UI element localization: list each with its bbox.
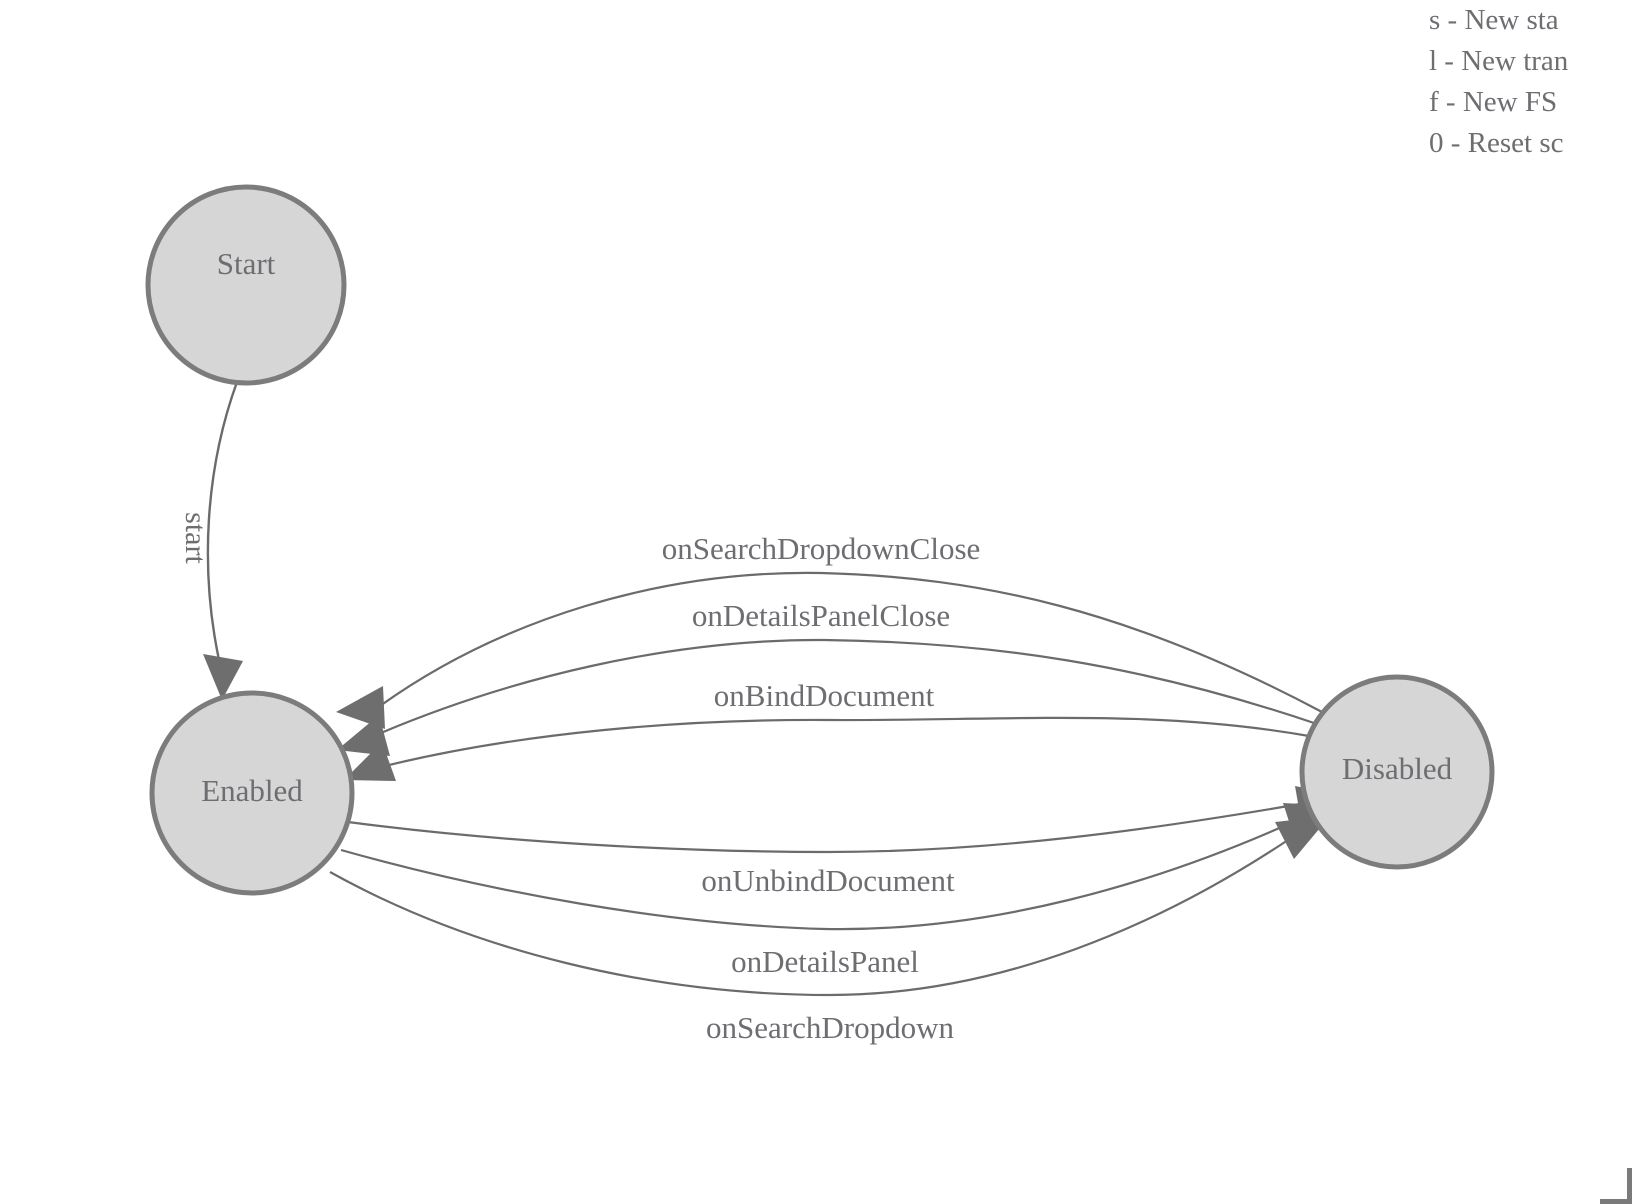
state-node-enabled[interactable]: Enabled — [149, 690, 355, 896]
transition-on-search-dropdown-arrowhead — [1275, 816, 1330, 859]
horizontal-scrollbar-thumb[interactable] — [1600, 1199, 1627, 1204]
transition-on-details-panel-close-label: onDetailsPanelClose — [692, 598, 950, 633]
transition-on-search-dropdown[interactable]: onSearchDropdown — [329, 816, 1330, 1045]
transition-start[interactable]: start — [179, 381, 243, 700]
state-node-disabled-circle[interactable] — [1299, 674, 1495, 870]
transition-on-details-panel-close-arrowhead — [337, 715, 390, 756]
transition-on-bind-document[interactable]: onBindDocument — [344, 678, 1310, 781]
transition-on-search-dropdown-close-arrowhead — [336, 686, 385, 729]
transition-on-bind-document-label: onBindDocument — [714, 678, 935, 713]
transition-on-unbind-document-path[interactable] — [347, 802, 1301, 854]
transition-on-details-panel-label: onDetailsPanel — [731, 944, 919, 979]
transition-start-arrowhead — [203, 654, 243, 700]
state-node-start[interactable]: Start — [145, 184, 347, 386]
keyboard-shortcut-legend: s - New sta l - New tran f - New FS 0 - … — [1429, 0, 1632, 164]
state-node-enabled-circle[interactable] — [149, 690, 355, 896]
legend-line-reset-scale: 0 - Reset sc — [1429, 127, 1564, 159]
transition-start-path[interactable] — [206, 381, 239, 661]
state-node-enabled-label: Enabled — [201, 773, 303, 808]
transition-on-search-dropdown-close-path[interactable] — [379, 571, 1323, 713]
transition-on-search-dropdown-close[interactable]: onSearchDropdownClose — [336, 531, 1323, 729]
state-node-disabled-label: Disabled — [1342, 751, 1453, 786]
transition-on-bind-document-arrowhead — [344, 742, 396, 781]
transition-start-label: start — [179, 512, 212, 564]
transition-on-details-panel-close[interactable]: onDetailsPanelClose — [337, 598, 1318, 756]
transition-on-details-panel-close-path[interactable] — [375, 638, 1318, 737]
legend-line-new-transition: l - New tran — [1429, 45, 1569, 77]
transition-on-details-panel-path[interactable] — [340, 820, 1294, 931]
state-node-start-circle[interactable] — [145, 184, 347, 386]
transition-on-search-dropdown-close-label: onSearchDropdownClose — [662, 531, 981, 566]
legend-line-new-fsm: f - New FS — [1429, 86, 1558, 118]
state-node-start-label: Start — [217, 246, 276, 281]
transition-on-unbind-document-label: onUnbindDocument — [701, 863, 955, 898]
vertical-scrollbar-thumb[interactable] — [1627, 1168, 1632, 1204]
legend-line-new-state: s - New sta — [1429, 4, 1559, 36]
transition-on-bind-document-path[interactable] — [384, 716, 1310, 768]
transition-on-search-dropdown-label: onSearchDropdown — [706, 1010, 954, 1045]
state-node-disabled[interactable]: Disabled — [1299, 674, 1495, 870]
transition-on-search-dropdown-path[interactable] — [329, 839, 1289, 997]
transition-on-unbind-document[interactable]: onUnbindDocument — [347, 786, 1344, 898]
